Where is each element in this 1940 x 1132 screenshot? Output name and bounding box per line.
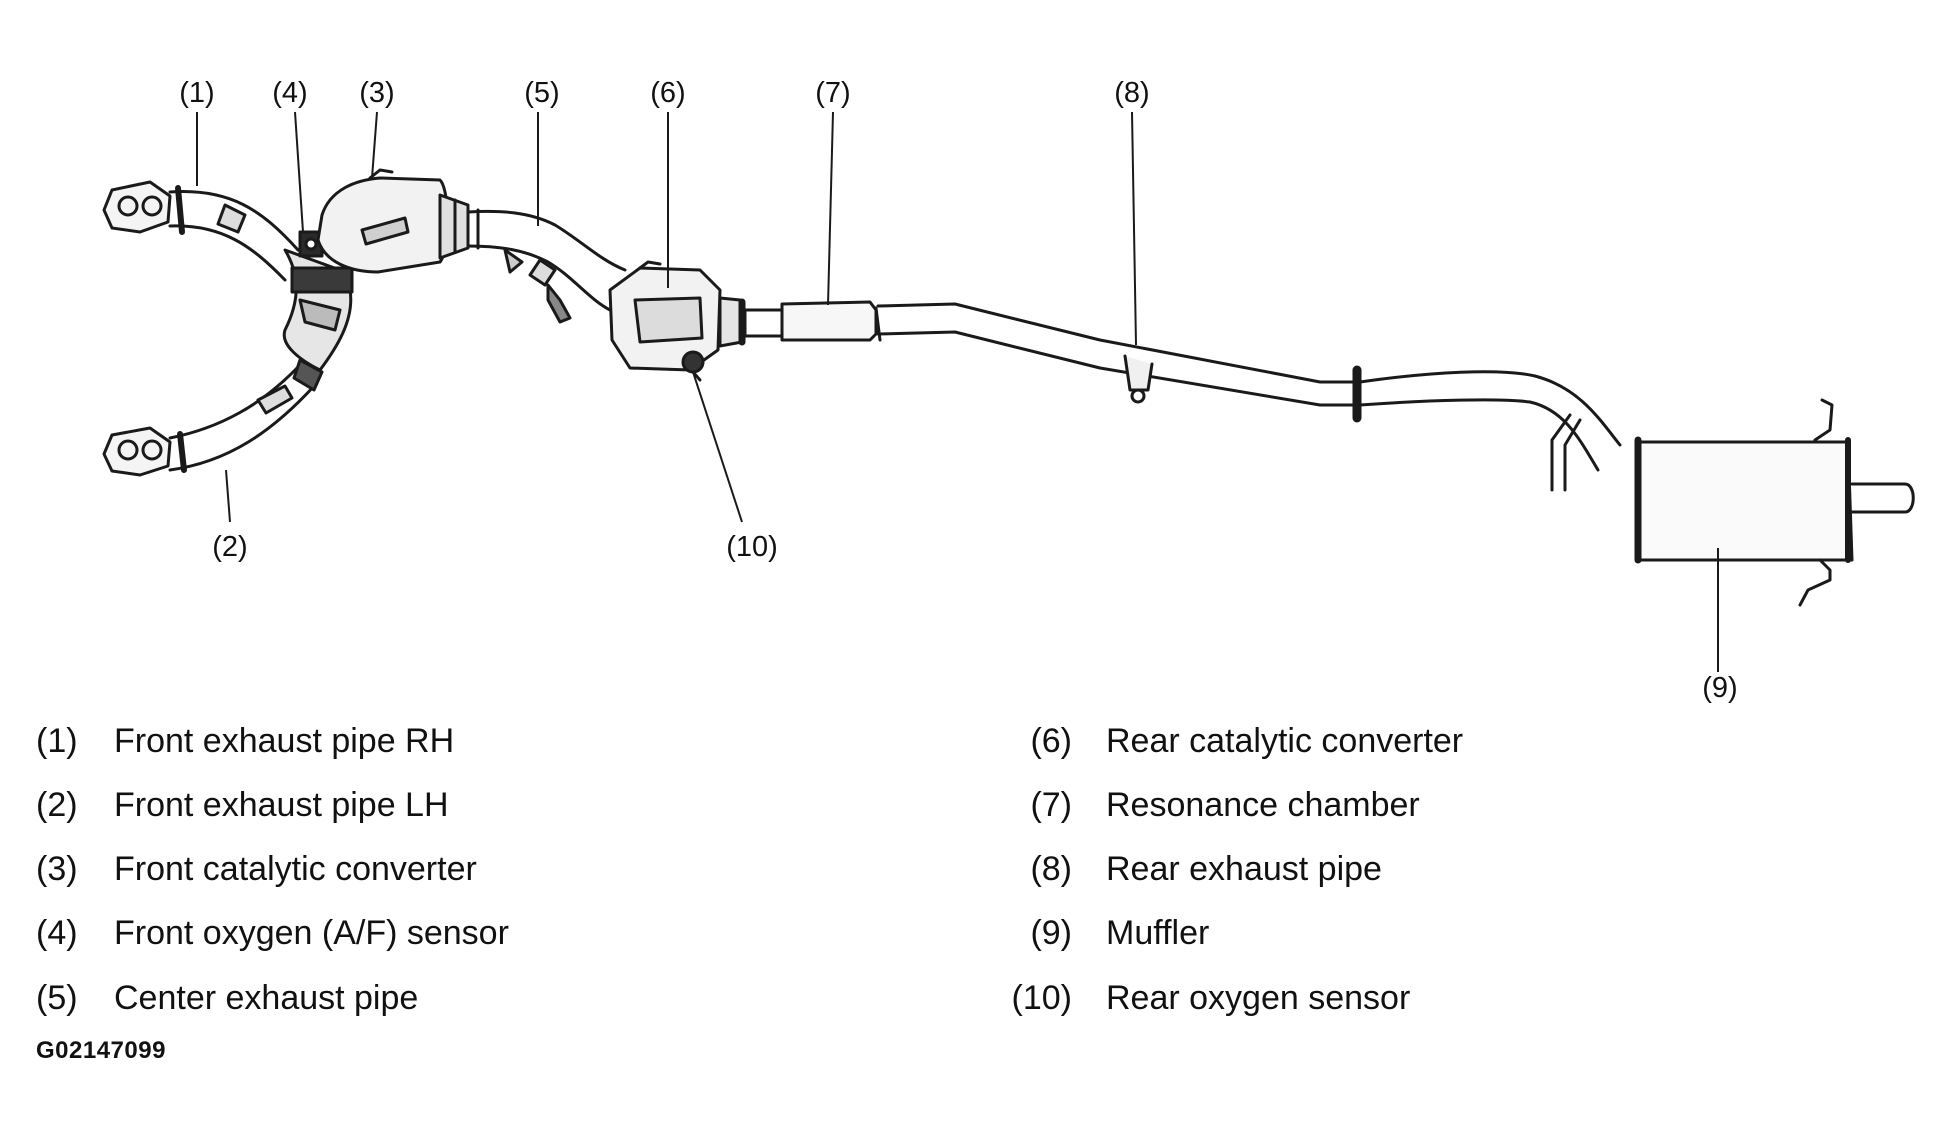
callout-2: (2)	[212, 531, 247, 563]
rear-catalytic-converter	[608, 260, 746, 372]
legend-item: (4) Front oxygen (A/F) sensor	[0, 913, 960, 953]
callout-7: (7)	[815, 77, 850, 109]
leader-line-8	[1131, 111, 1137, 346]
callout-8: (8)	[1114, 77, 1149, 109]
front-oxygen-sensor	[298, 230, 324, 258]
callout-3: (3)	[359, 77, 394, 109]
legend-label: Rear oxygen sensor	[1106, 979, 1411, 1017]
legend-item: (8) Rear exhaust pipe	[960, 849, 1920, 889]
legend-number: (9)	[1030, 914, 1072, 952]
legend-number: (5)	[36, 979, 78, 1017]
leader-line-7	[827, 111, 834, 306]
legend-number: (7)	[1030, 786, 1072, 824]
legend-item: (9) Muffler	[960, 913, 1920, 953]
legend-number: (8)	[1030, 850, 1072, 888]
legend-number: (3)	[36, 850, 78, 888]
callout-9: (9)	[1702, 672, 1737, 704]
front-catalytic-converter	[316, 168, 470, 274]
legend-label: Center exhaust pipe	[114, 979, 419, 1017]
legend-label: Front exhaust pipe LH	[114, 786, 449, 824]
legend-label: Front exhaust pipe RH	[114, 722, 455, 760]
legend-item: (3) Front catalytic converter	[0, 849, 960, 889]
leader-line-10	[692, 371, 743, 523]
legend-label: Rear catalytic converter	[1106, 722, 1464, 760]
legend-label: Muffler	[1106, 914, 1210, 952]
callout-5: (5)	[524, 77, 559, 109]
callout-1: (1)	[179, 77, 214, 109]
legend-item: (6) Rear catalytic converter	[960, 721, 1920, 761]
front-exhaust-pipe-lh	[102, 358, 324, 477]
callout-10: (10)	[726, 531, 778, 563]
legend-number: (4)	[36, 914, 78, 952]
callout-6: (6)	[650, 77, 685, 109]
front-pipe-junction	[282, 248, 354, 372]
legend-item: (2) Front exhaust pipe LH	[0, 785, 960, 825]
rear-exhaust-pipe	[876, 302, 1622, 492]
legend-number: (10)	[1011, 979, 1072, 1017]
leader-line-3	[371, 111, 378, 179]
legend-number: (6)	[1030, 722, 1072, 760]
legend-label: Rear exhaust pipe	[1106, 850, 1382, 888]
leader-line-4	[294, 111, 304, 233]
callout-4: (4)	[272, 77, 307, 109]
legend-label: Front catalytic converter	[114, 850, 477, 888]
legend-number: (1)	[36, 722, 78, 760]
legend-item: (10) Rear oxygen sensor	[960, 978, 1920, 1018]
front-exhaust-pipe-rh	[102, 180, 300, 282]
center-exhaust-pipe	[466, 208, 627, 324]
figure-id: G02147099	[36, 1037, 166, 1064]
legend-label: Front oxygen (A/F) sensor	[114, 914, 509, 952]
rear-oxygen-sensor	[681, 350, 705, 382]
exhaust-system-diagram: (1) (2) (3) (4) (5) (6) (7) (8) (9) (10)	[102, 77, 1915, 704]
leader-line-2	[225, 469, 231, 523]
legend-number: (2)	[36, 786, 78, 824]
legend-item: (7) Resonance chamber	[960, 785, 1920, 825]
legend-item: (1) Front exhaust pipe RH	[0, 721, 960, 761]
legend-label: Resonance chamber	[1106, 786, 1420, 824]
resonance-chamber	[743, 300, 882, 342]
legend-item: (5) Center exhaust pipe	[0, 978, 960, 1018]
muffler	[1634, 398, 1915, 607]
